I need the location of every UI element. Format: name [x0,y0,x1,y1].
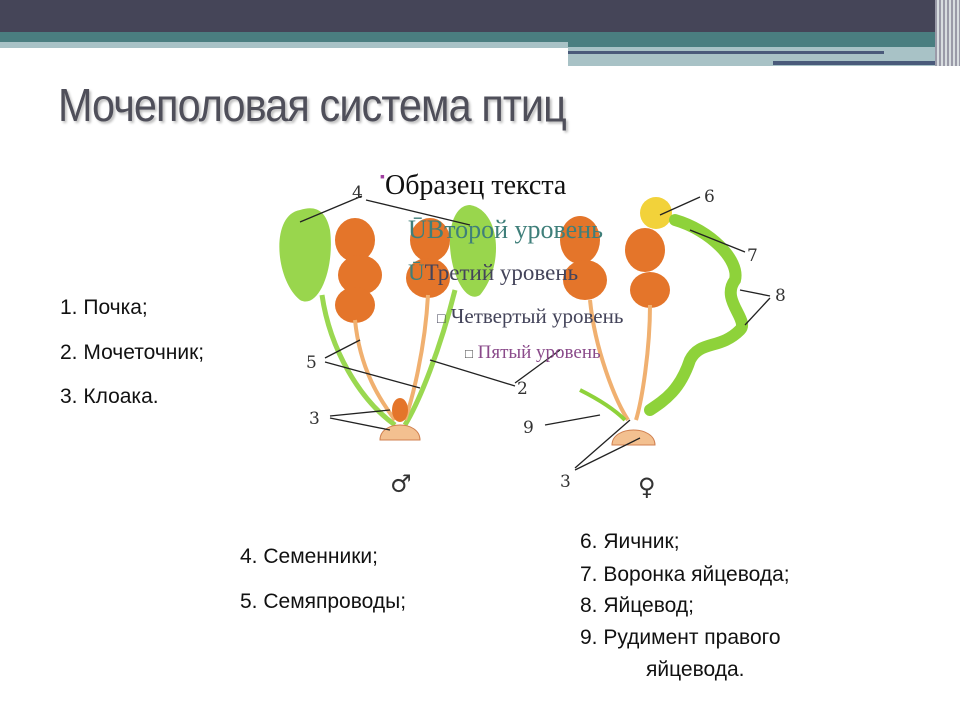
list-item: 1. Почка; [60,296,148,319]
ureter [634,304,652,421]
testis [335,287,375,323]
testis [338,255,382,295]
placeholder-level-4[interactable]: □ Четвертый уровень [437,304,624,328]
kidney [630,272,670,308]
vas-deferens [353,319,397,422]
cloaca-papilla [392,398,408,422]
duct [402,289,458,427]
bullet-glyph: Ū [408,260,425,285]
header-right-teal [568,32,948,47]
kidney [560,216,600,264]
diagram-label-6: 6 [704,187,715,207]
list-item: 6. Яичник; [580,530,680,553]
list-item: 3. Клоака. [60,385,159,408]
diagram-label-9: 9 [523,418,534,438]
bullet-glyph: ▪ [380,170,385,185]
placeholder-level-5[interactable]: □ Пятый уровень [465,342,601,363]
testis [406,258,450,298]
testis [410,218,450,262]
header-line [773,61,940,65]
kidney [563,260,607,300]
bullet-glyph: □ [465,346,473,361]
header-bar [0,0,960,32]
list-item: 2. Мочеточник; [60,341,205,364]
pointer-lines [299,195,771,471]
bullet-glyph: □ [437,312,446,327]
list-item: 7. Воронка яйцевода; [580,563,790,586]
header-light-stripe [0,42,568,48]
cloaca [379,424,421,441]
list-item: 4. Семенники; [240,545,378,568]
diagram-label-4: 4 [352,183,363,203]
placeholder-level-2[interactable]: ŪВторой уровень [408,215,603,244]
ovary [640,197,672,229]
diagram-label-7: 7 [747,246,758,266]
header-line [568,51,884,54]
list-item: 9. Рудимент правого [580,626,781,649]
kidney [625,228,665,272]
kidney-right [449,205,497,297]
cloaca [611,429,656,446]
kidney-left [279,208,331,302]
male-diagram [279,205,497,441]
placeholder-level-3[interactable]: ŪТретий уровень [408,260,579,285]
placeholder-level-1[interactable]: ▪Образец текста [380,170,567,201]
duct [319,294,397,428]
header-stripes [935,0,960,66]
oviduct [644,214,748,416]
list-item: 5. Семяпроводы; [240,590,407,613]
bullet-glyph: Ū [408,215,427,244]
diagram-label-3-female: 3 [560,472,571,492]
male-symbol: ♂ [390,470,412,498]
diagram-label-3: 3 [309,409,320,429]
diagram-label-2: 2 [517,379,528,399]
header-teal-stripe [0,32,960,42]
diagram-label-8: 8 [775,286,786,306]
right-oviduct-rudiment [579,388,627,422]
slide-title: Мочеполовая система птиц [58,79,567,131]
female-symbol: ♀ [638,473,656,501]
diagram-label-5: 5 [306,353,317,373]
testis [335,218,375,262]
ureter [588,299,630,422]
list-item: яйцевода. [646,658,745,681]
female-diagram [560,197,748,446]
list-item: 8. Яйцевод; [580,594,694,617]
